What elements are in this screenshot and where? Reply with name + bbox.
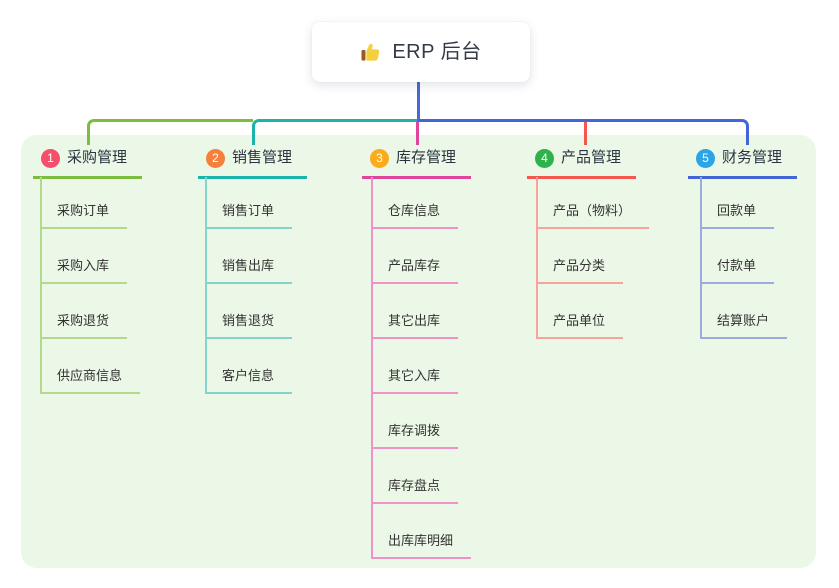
tree-item[interactable]: 库存盘点 — [371, 449, 459, 504]
tree-item[interactable]: 客户信息 — [205, 339, 293, 394]
item-label: 其它出库 — [371, 312, 459, 339]
item-label: 库存调拨 — [371, 422, 459, 449]
branch-badge-3: 3 — [370, 148, 389, 168]
branch-items: 回款单 付款单 结算账户 — [700, 174, 788, 339]
branch-title: 采购管理 — [67, 149, 128, 166]
item-label: 产品库存 — [371, 257, 459, 284]
thumbs-up-icon — [360, 41, 382, 63]
tree-item[interactable]: 其它出库 — [371, 284, 459, 339]
tree-item[interactable]: 产品库存 — [371, 229, 459, 284]
item-label: 产品（物料） — [536, 202, 650, 229]
branch-title: 库存管理 — [396, 149, 457, 166]
branch-badge-1: 1 — [41, 148, 60, 168]
tree-item[interactable]: 供应商信息 — [40, 339, 141, 394]
branch-items: 销售订单 销售出库 销售退货 客户信息 — [205, 174, 293, 394]
root-node[interactable]: ERP 后台 — [312, 22, 530, 82]
tree-item[interactable]: 销售订单 — [205, 174, 293, 229]
branch-label-sales[interactable]: 2 销售管理 — [198, 147, 308, 179]
tree-item[interactable]: 仓库信息 — [371, 174, 459, 229]
branch-label-product[interactable]: 4 产品管理 — [527, 147, 637, 179]
tree-item[interactable]: 结算账户 — [700, 284, 788, 339]
branch-items: 仓库信息 产品库存 其它出库 其它入库 库存调拨 库存盘点 出库库明细 — [371, 174, 472, 559]
tree-item[interactable]: 出库库明细 — [371, 504, 472, 559]
item-label: 销售订单 — [205, 202, 293, 229]
connector-root-vertical — [417, 82, 420, 121]
tree-item[interactable]: 销售退货 — [205, 284, 293, 339]
branch-title: 产品管理 — [561, 149, 622, 166]
tree-item[interactable]: 产品分类 — [536, 229, 624, 284]
item-label: 库存盘点 — [371, 477, 459, 504]
tree-item[interactable]: 采购退货 — [40, 284, 128, 339]
mindmap-background — [21, 135, 816, 568]
branch-title: 销售管理 — [232, 149, 293, 166]
tree-item[interactable]: 采购订单 — [40, 174, 128, 229]
branch-title: 财务管理 — [722, 149, 783, 166]
tree-item[interactable]: 采购入库 — [40, 229, 128, 284]
item-label: 产品单位 — [536, 312, 624, 339]
item-label: 仓库信息 — [371, 202, 459, 229]
branch-items: 产品（物料） 产品分类 产品单位 — [536, 174, 650, 339]
root-node-label: ERP 后台 — [392, 41, 482, 63]
item-label: 供应商信息 — [40, 367, 141, 394]
item-label: 销售出库 — [205, 257, 293, 284]
item-label: 产品分类 — [536, 257, 624, 284]
tree-item[interactable]: 销售出库 — [205, 229, 293, 284]
item-label: 付款单 — [700, 257, 775, 284]
tree-item[interactable]: 产品单位 — [536, 284, 624, 339]
item-label: 销售退货 — [205, 312, 293, 339]
branch-label-purchase[interactable]: 1 采购管理 — [33, 147, 143, 179]
tree-item[interactable]: 付款单 — [700, 229, 775, 284]
tree-item[interactable]: 产品（物料） — [536, 174, 650, 229]
item-label: 客户信息 — [205, 367, 293, 394]
branch-badge-2: 2 — [206, 148, 225, 168]
branch-label-inventory[interactable]: 3 库存管理 — [362, 147, 472, 179]
item-label: 结算账户 — [700, 312, 788, 339]
item-label: 采购入库 — [40, 257, 128, 284]
tree-item[interactable]: 回款单 — [700, 174, 775, 229]
item-label: 出库库明细 — [371, 532, 472, 559]
item-label: 其它入库 — [371, 367, 459, 394]
branch-label-finance[interactable]: 5 财务管理 — [688, 147, 798, 179]
tree-item[interactable]: 库存调拨 — [371, 394, 459, 449]
item-label: 采购退货 — [40, 312, 128, 339]
branch-items: 采购订单 采购入库 采购退货 供应商信息 — [40, 174, 141, 394]
item-label: 采购订单 — [40, 202, 128, 229]
tree-item[interactable]: 其它入库 — [371, 339, 459, 394]
branch-badge-5: 5 — [696, 148, 715, 168]
branch-badge-4: 4 — [535, 148, 554, 168]
item-label: 回款单 — [700, 202, 775, 229]
